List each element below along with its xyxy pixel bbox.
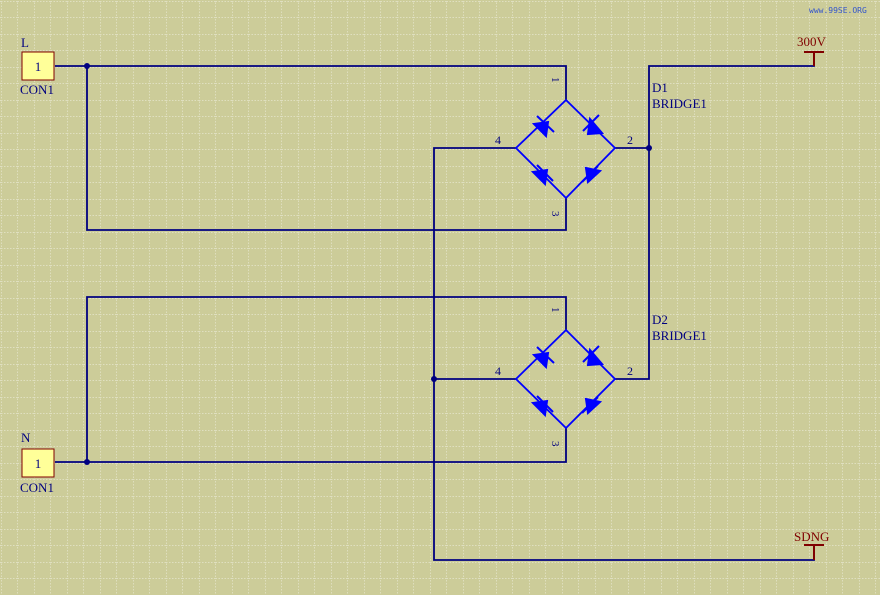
diode-icon [584,166,603,185]
power-port-sdng[interactable]: SDNG [794,529,829,560]
junction-dot [431,376,437,382]
power-port-label: SDNG [794,529,829,544]
connector-n[interactable]: N 1 CON1 [20,430,55,495]
wire-d2-pin2 [615,148,650,380]
bridge-pin-2: 2 [627,133,633,147]
diode-icon [530,399,549,418]
power-port-label: 300V [797,34,827,49]
wire-n-bottom [55,428,567,463]
connector-l[interactable]: L 1 CON1 [20,35,55,97]
diode-symbols [530,345,605,418]
wire-n-loop [86,296,567,462]
connector-pin-number: 1 [35,59,42,74]
bridge-pin-2: 2 [627,364,633,378]
diode-symbols [530,114,605,187]
bridge-pin-1: 1 [549,307,561,313]
diode-icon [531,351,550,370]
connector-designator: CON1 [20,82,54,97]
bridge-pin-4: 4 [495,133,501,147]
bridge-d1[interactable]: 1 2 3 4 D1 BRIDGE1 [495,77,707,217]
bridge-pin-4: 4 [495,364,501,378]
diode-icon [584,397,603,416]
junction-dot [84,63,90,69]
bridge-pin-3: 3 [549,211,561,217]
connector-designator: CON1 [20,480,54,495]
junction-dot [646,145,652,151]
bridge-designator: D1 [652,80,668,95]
connector-net-label: N [21,430,31,445]
wire-l-loop [86,66,567,231]
connector-net-label: L [21,35,29,50]
bridge-designator: D2 [652,312,668,327]
bridge-pin-3: 3 [549,441,561,447]
bridge-d2[interactable]: 1 2 3 4 D2 BRIDGE1 [495,307,707,447]
bridge-type: BRIDGE1 [652,96,707,111]
watermark: www.99SE.ORG [809,6,867,15]
wire-l-top [55,65,567,100]
bridge-type: BRIDGE1 [652,328,707,343]
connector-pin-number: 1 [35,456,42,471]
bridge-pin-1: 1 [549,77,561,83]
power-port-300v[interactable]: 300V [797,34,827,66]
connector-body[interactable] [21,51,55,81]
diode-icon [530,168,549,187]
diode-icon [531,120,550,139]
junction-dot [84,459,90,465]
junctions [84,63,652,465]
connector-body[interactable] [21,448,55,478]
